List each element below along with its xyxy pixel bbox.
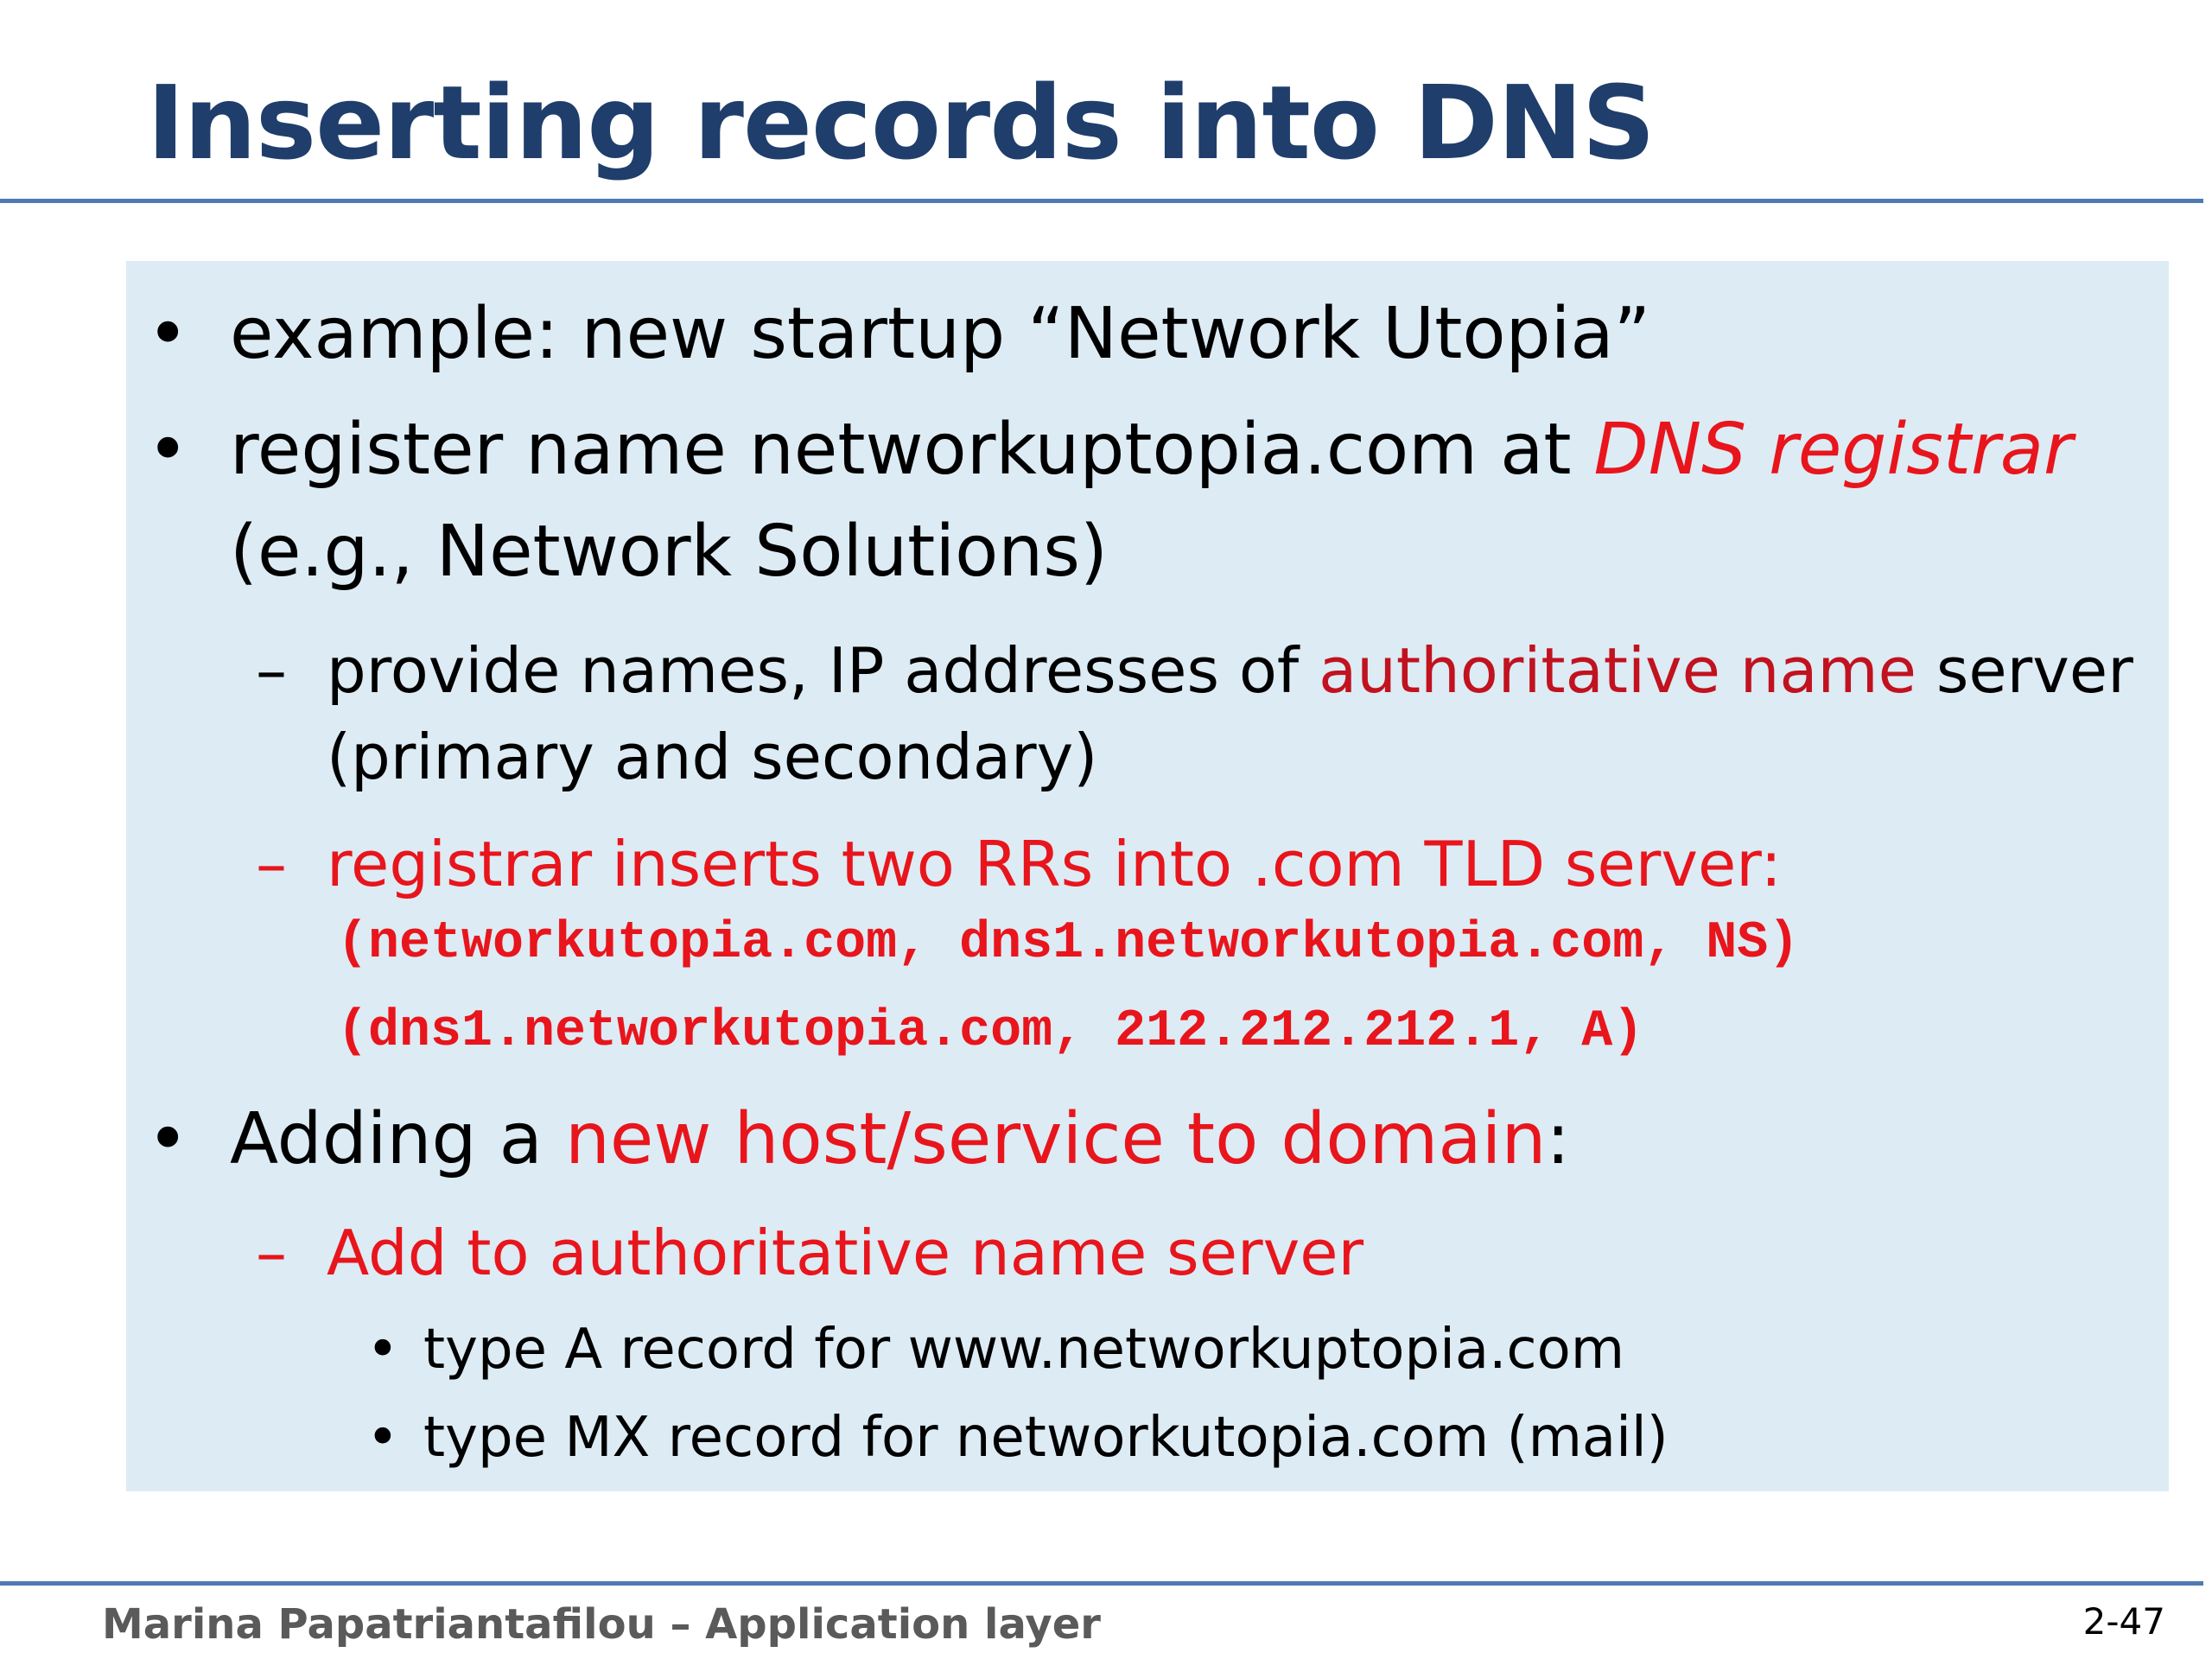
footer-rule [0,1581,2203,1586]
colon-text: : [1546,1098,1571,1180]
authoritative-name-highlight: authoritative name [1319,634,1916,707]
dns-registrar-highlight: DNS registrar [1593,409,2073,491]
sub-add-authoritative: Add to authoritative name server [327,1217,1364,1289]
page-number: 2-47 [2082,1600,2165,1643]
server-text: server [1916,634,2133,707]
bullet-example: example: new startup “Network Utopia” [230,293,1651,375]
title-underline [0,199,2203,203]
provide-text: provide names, IP addresses of [327,634,1319,707]
new-host-highlight: new host/service to domain [564,1098,1547,1180]
bullet-register-name: register name networkuptopia.com at DNS … [230,415,2073,486]
dash-marker: – [256,634,287,707]
footer-author: Marina Papatriantafilou – Application la… [102,1600,1101,1649]
dash-marker: – [256,828,287,900]
slide-title: Inserting records into DNS [147,63,1656,182]
sub-provide-names: provide names, IP addresses of authorita… [327,639,2133,702]
bullet-marker: • [366,1406,399,1470]
adding-text: Adding a [230,1098,565,1180]
dash-marker: – [256,1217,287,1289]
bullet-marker: • [366,1318,399,1382]
bullet-marker: • [147,293,189,375]
content-box: • example: new startup “Network Utopia” … [126,261,2169,1491]
bullet-adding-host: Adding a new host/service to domain: [230,1104,1570,1175]
item-type-a-record: type A record for www.networkuptopia.com [423,1318,1625,1382]
bullet-register-example: (e.g., Network Solutions) [230,511,1108,593]
item-type-mx-record: type MX record for networkutopia.com (ma… [423,1406,1669,1470]
sub-primary-secondary: (primary and secondary) [327,721,1098,793]
sub-registrar-inserts: registrar inserts two RRs into .com TLD … [327,828,1782,900]
bullet-marker: • [147,1098,189,1180]
rr-record-ns: (networkutopia.com, dns1.networkutopia.c… [337,914,1800,973]
register-text: register name networkuptopia.com at [230,409,1594,491]
rr-record-a: (dns1.networkutopia.com, 212.212.212.1, … [337,1002,1644,1061]
bullet-marker: • [147,409,189,491]
